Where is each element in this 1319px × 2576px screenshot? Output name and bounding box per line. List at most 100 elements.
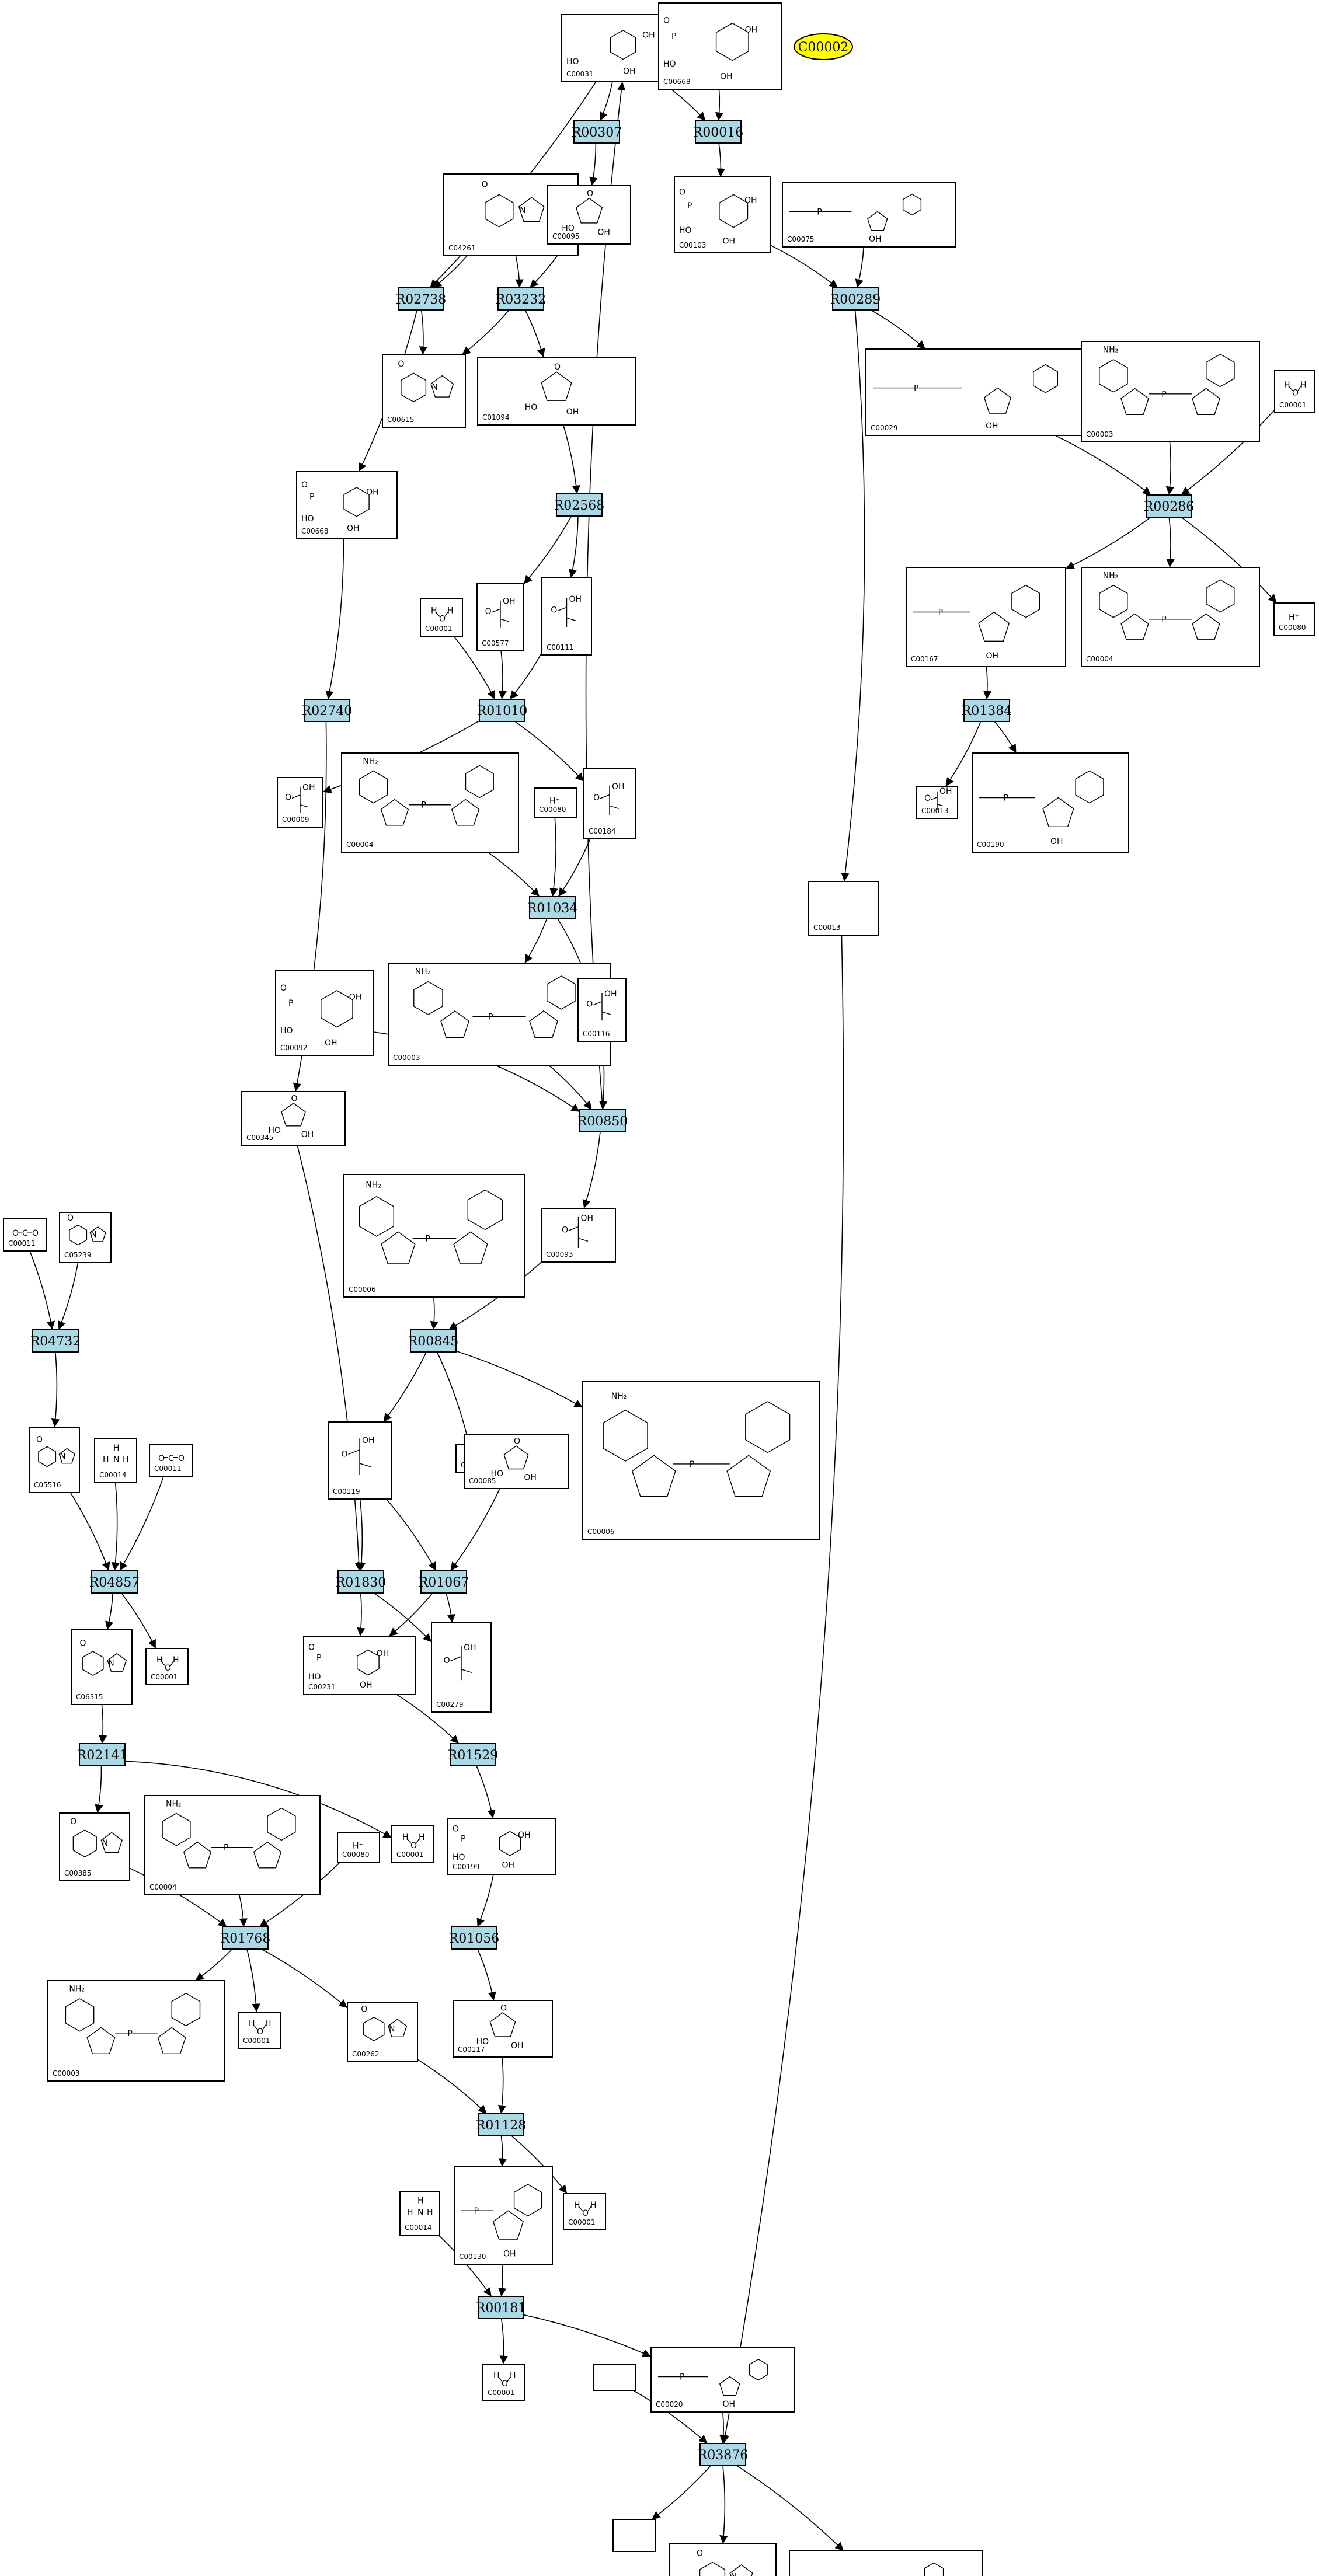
reaction-R00307[interactable]: R00307	[572, 120, 622, 144]
atom-label: H	[156, 1655, 163, 1665]
compound-label: C00262	[352, 2050, 380, 2058]
reaction-R03232[interactable]: R03232	[496, 287, 547, 311]
reaction-R02740[interactable]: R02740	[302, 699, 353, 722]
reaction-R00016[interactable]: R00016	[693, 120, 744, 144]
edge-arrow	[558, 838, 591, 897]
atom-label: H⁺	[353, 1842, 363, 1851]
atom-label: H⁺	[1289, 613, 1299, 622]
reaction-R01830[interactable]: R01830	[336, 1570, 387, 1594]
atom-label: O	[178, 1454, 185, 1463]
compound-box	[149, 1444, 193, 1477]
compound-c00080a[interactable]: H⁺C00080	[1273, 602, 1315, 636]
compound-c00013b_far[interactable]: C00013	[808, 881, 879, 936]
reaction-R04857[interactable]: R04857	[89, 1570, 140, 1594]
reaction-R02738[interactable]: R02738	[396, 287, 447, 311]
reaction-R02568[interactable]: R02568	[554, 493, 605, 517]
edge-arrow	[524, 918, 548, 964]
reaction-R01034[interactable]: R01034	[527, 896, 578, 919]
compound-box	[71, 1629, 133, 1705]
atom-label: H	[1284, 380, 1290, 389]
atom-label: O	[257, 2027, 263, 2037]
compound-blank2[interactable]	[612, 2519, 656, 2552]
reaction-R00181[interactable]: R00181	[476, 2296, 527, 2319]
reaction-R00850[interactable]: R00850	[577, 1109, 628, 1132]
atom-label: OH	[362, 1436, 375, 1445]
reaction-R01067[interactable]: R01067	[419, 1570, 469, 1594]
reaction-box	[573, 120, 620, 144]
compound-blank1[interactable]	[593, 2364, 636, 2391]
compound-label: C05516	[34, 1481, 61, 1489]
reaction-R01010[interactable]: R01010	[477, 699, 528, 722]
reaction-R01768[interactable]: R01768	[220, 1926, 271, 1950]
reaction-R04732[interactable]: R04732	[30, 1329, 81, 1353]
reaction-R01529[interactable]: R01529	[448, 1743, 499, 1766]
compound-c02188[interactable]: NOC02188	[669, 2543, 777, 2576]
compound-c00080b[interactable]: H⁺C00080	[534, 787, 577, 818]
compound-label: C00190	[977, 841, 1004, 849]
atom-label: OH	[464, 1643, 476, 1653]
compound-c00080d[interactable]: H⁺C00080	[337, 1832, 380, 1863]
compound-c00002[interactable]: POHC00002	[789, 2550, 983, 2576]
reaction-R00286[interactable]: R00286	[1144, 494, 1195, 518]
reaction-R03876[interactable]: R03876	[698, 2443, 749, 2466]
highlight-compound[interactable]: C00002	[794, 33, 853, 60]
reaction-R00289[interactable]: R00289	[830, 287, 881, 311]
reaction-R01056[interactable]: R01056	[449, 1926, 500, 1950]
reaction-R01128[interactable]: R01128	[476, 2113, 527, 2136]
reaction-R01384[interactable]: R01384	[962, 699, 1012, 722]
reaction-R02141[interactable]: R02141	[77, 1743, 128, 1766]
reaction-R00845[interactable]: R00845	[408, 1329, 459, 1353]
